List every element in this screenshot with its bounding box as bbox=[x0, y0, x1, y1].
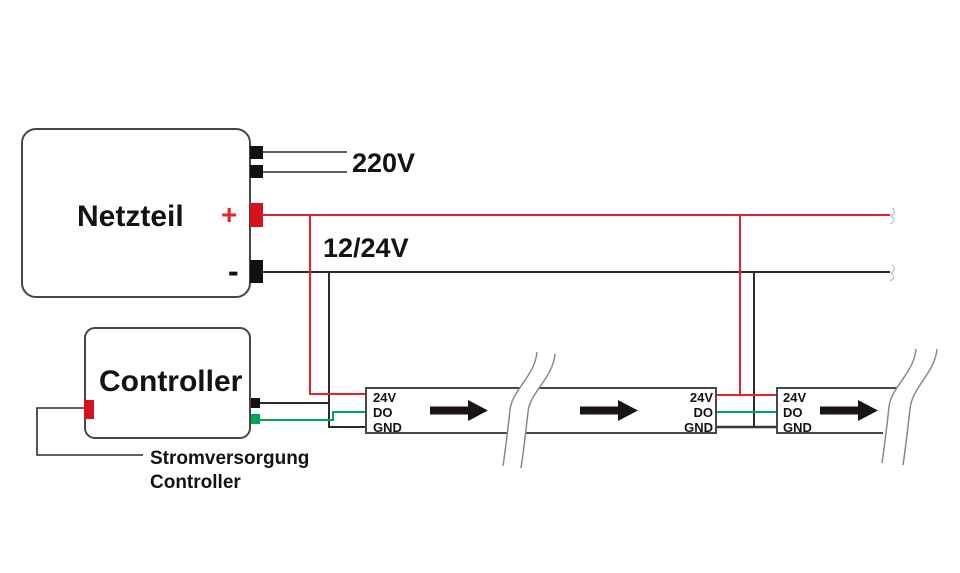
strip2-pin-24v: 24V bbox=[783, 390, 806, 405]
strip2-pin-do: DO bbox=[783, 405, 803, 420]
minus-label: - bbox=[228, 253, 239, 289]
mains-terminal-bottom bbox=[250, 165, 263, 178]
strip1-out-pin-24v: 24V bbox=[690, 390, 713, 405]
led-strip-2: 24V DO GND bbox=[776, 348, 938, 466]
strip1-pin-gnd: GND bbox=[373, 420, 402, 435]
minus-wire-cut-mark bbox=[889, 264, 895, 282]
plus-terminal bbox=[250, 203, 263, 227]
data-wire-controller bbox=[260, 411, 367, 421]
strip1-break-wave-left bbox=[502, 351, 538, 467]
plus-label: + bbox=[221, 199, 237, 230]
direction-arrow-icon bbox=[580, 400, 638, 421]
direction-arrow-icon bbox=[430, 400, 488, 421]
power-supply-label: Netzteil bbox=[77, 200, 184, 233]
plus-wire-cut-mark bbox=[889, 207, 895, 225]
controller-note: Stromversorgung Controller bbox=[150, 448, 309, 493]
wires bbox=[36, 151, 895, 456]
mains-voltage-label: 220V bbox=[352, 148, 415, 178]
note-pointer-wire bbox=[36, 407, 143, 456]
controller-label: Controller bbox=[99, 365, 243, 398]
strip1-out-pin-do: DO bbox=[694, 405, 714, 420]
strip1-outline bbox=[365, 387, 717, 434]
controller-outline bbox=[84, 327, 251, 439]
mains-terminal-top bbox=[250, 146, 263, 159]
strip1-pin-do: DO bbox=[373, 405, 393, 420]
strip1-break-mask bbox=[503, 352, 555, 468]
plus-drop-wire-1 bbox=[309, 215, 367, 395]
strip1-pin-24v: 24V bbox=[373, 390, 396, 405]
note-line1: Stromversorgung bbox=[150, 448, 309, 469]
controller-box: Controller bbox=[84, 327, 260, 439]
gnd-drop-wire-1 bbox=[328, 272, 367, 428]
note-line2: Controller bbox=[150, 472, 241, 493]
strip2-break-wave-left bbox=[881, 348, 917, 464]
strip2-break-wave-right bbox=[902, 348, 938, 466]
direction-arrow-icon bbox=[820, 400, 878, 421]
controller-ground-terminal bbox=[251, 398, 260, 408]
strip1-out-pin-gnd: GND bbox=[684, 420, 713, 435]
minus-terminal bbox=[250, 260, 263, 283]
controller-data-terminal bbox=[251, 414, 260, 424]
power-supply-box: Netzteil + - bbox=[21, 128, 263, 298]
controller-power-terminal bbox=[84, 400, 94, 419]
output-voltage-label: 12/24V bbox=[323, 233, 409, 263]
strip1-break-wave-right bbox=[520, 353, 556, 469]
led-strip-1: 24V DO GND 24V DO GND bbox=[365, 351, 717, 469]
strip2-pin-gnd: GND bbox=[783, 420, 812, 435]
